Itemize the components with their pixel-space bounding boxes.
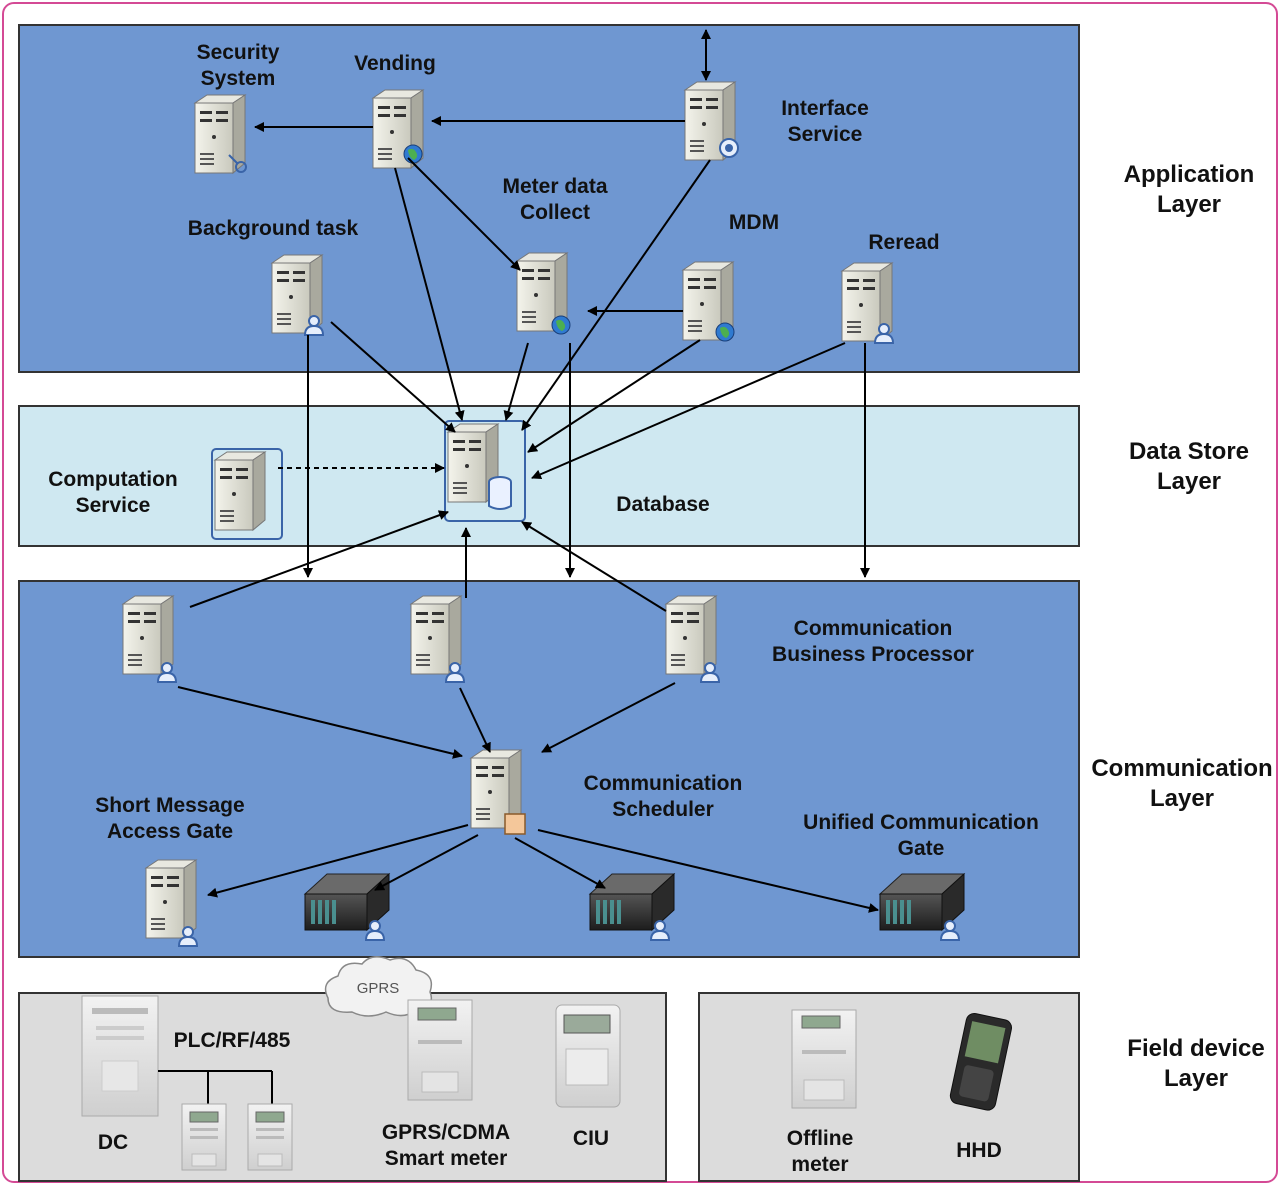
interface-service-label: Interface Service <box>781 97 869 146</box>
background-to-database-arrow <box>330 321 456 433</box>
reread-server-icon <box>841 262 894 344</box>
security-system-label: Security System <box>196 41 280 90</box>
ciu-device-icon <box>555 1004 621 1108</box>
processor3-to-scheduler-arrow <box>541 682 676 753</box>
comm-processor-2-server-icon <box>410 595 465 683</box>
gprs-cloud-label: GPRS <box>356 980 400 997</box>
short-message-gate-server-icon <box>145 859 198 947</box>
mdm-server-icon <box>682 261 735 342</box>
comm-business-processor-label: Communication Business Processor <box>772 617 974 666</box>
processor1-to-scheduler-arrow <box>177 686 463 759</box>
security-system-server-icon <box>194 94 247 174</box>
collect-to-database-arrow <box>503 342 529 421</box>
hhd-handheld-icon <box>949 1012 1013 1111</box>
data-store-layer-label: Data Store Layer <box>1128 438 1250 495</box>
processor3-to-database-arrow <box>521 521 667 612</box>
gateway-rack-1-icon <box>304 873 390 941</box>
mdm-to-database-arrow <box>527 339 701 453</box>
computation-service-label: Computation Service <box>48 468 178 517</box>
interface-service-server-icon <box>684 81 739 161</box>
comm-scheduler-server-icon <box>470 749 526 835</box>
field-device-layer-label: Field device Layer <box>1127 1035 1265 1092</box>
field-device-band-right <box>698 992 1080 1182</box>
processor2-to-scheduler-arrow <box>459 687 491 753</box>
comm-processor-1-server-icon <box>122 595 177 683</box>
reread-label: Reread <box>868 231 940 254</box>
processor1-to-database-arrow <box>189 510 449 608</box>
mdm-label: MDM <box>728 211 780 234</box>
application-layer-label: Application Layer <box>1123 161 1255 218</box>
scheduler-to-rack1-arrow <box>374 834 479 891</box>
data-store-layer-band <box>18 405 1080 547</box>
gateway-rack-3-icon <box>879 873 965 941</box>
vending-to-database-arrow <box>394 167 465 421</box>
hhd-label: HHD <box>956 1139 1002 1162</box>
scheduler-to-rack3-arrow <box>537 829 879 913</box>
meter-data-collect-server-icon <box>516 252 571 335</box>
ciu-label: CIU <box>572 1127 610 1150</box>
gateway-rack-2-icon <box>589 873 675 941</box>
background-task-server-icon <box>271 254 324 336</box>
plc-meter-2-icon <box>247 1103 293 1171</box>
plc-meter-1-icon <box>181 1103 227 1171</box>
offline-meter-icon <box>791 1009 857 1109</box>
reread-to-database-arrow <box>531 342 846 480</box>
gprs-smart-meter-icon <box>407 999 473 1101</box>
database-server-icon <box>444 420 526 522</box>
meter-data-collect-label: Meter data Collect <box>502 175 608 224</box>
background-task-label: Background task <box>187 217 359 240</box>
database-cylinder-icon <box>488 476 512 510</box>
computation-service-server-icon <box>211 448 283 540</box>
dc-device-icon <box>81 995 159 1117</box>
dc-label: DC <box>97 1131 129 1154</box>
short-message-gate-label: Short Message Access Gate <box>95 794 245 843</box>
offline-meter-label: Offline meter <box>786 1127 854 1176</box>
comm-processor-3-server-icon <box>665 595 720 683</box>
vending-server-icon <box>372 89 424 169</box>
scheduler-to-sms-gate-arrow <box>207 824 469 898</box>
plc-bus-lines <box>158 1070 273 1104</box>
database-label: Database <box>616 493 710 516</box>
unified-comm-gate-label: Unified Communication Gate <box>803 811 1039 860</box>
communication-layer-label: Communication Layer <box>1091 755 1273 812</box>
comm-scheduler-label: Communication Scheduler <box>583 772 743 821</box>
gprs-cdma-smart-meter-label: GPRS/CDMA Smart meter <box>381 1121 511 1170</box>
vending-label: Vending <box>354 52 436 75</box>
interface-to-database-arrow <box>521 159 711 431</box>
vending-to-collect-arrow <box>407 157 521 271</box>
scheduler-to-rack2-arrow <box>514 837 606 889</box>
gprs-cloud-icon <box>324 956 433 1017</box>
plc-rf-485-label: PLC/RF/485 <box>173 1029 291 1052</box>
